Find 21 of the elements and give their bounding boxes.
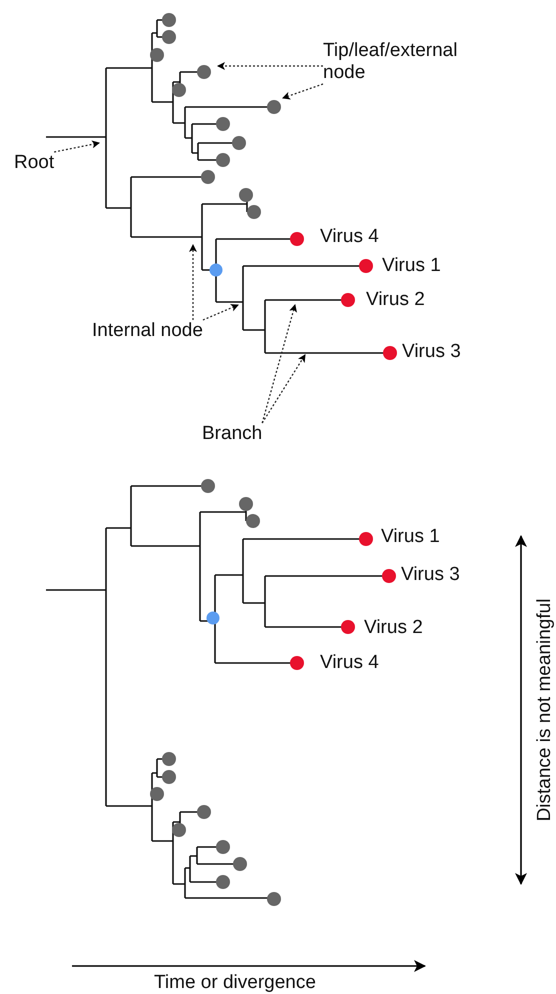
text-label: Virus 1 — [381, 526, 440, 548]
leader-line — [262, 354, 306, 424]
annotation-label: Branch — [202, 423, 262, 444]
leader-line — [202, 304, 239, 321]
text-label: Virus 4 — [320, 652, 379, 674]
text-label: Time or divergence — [154, 972, 316, 994]
annotation-label: Internal node — [92, 320, 203, 341]
text-label: Virus 3 — [401, 564, 460, 586]
text-label: Distance is not meaningful — [534, 598, 556, 822]
text-label: Virus 2 — [366, 289, 425, 311]
leader-line — [262, 304, 297, 424]
leader-line — [189, 244, 197, 320]
annotation-label: Root — [14, 152, 54, 173]
leader-line — [282, 83, 324, 100]
text-label: Virus 4 — [320, 226, 379, 248]
text-label: Virus 2 — [364, 617, 423, 639]
leader-line — [54, 140, 100, 153]
text-label: Virus 1 — [382, 255, 441, 277]
leader-line — [217, 62, 323, 70]
annotation-label: Tip/leaf/external node — [323, 40, 458, 83]
text-label: Virus 3 — [402, 341, 461, 363]
